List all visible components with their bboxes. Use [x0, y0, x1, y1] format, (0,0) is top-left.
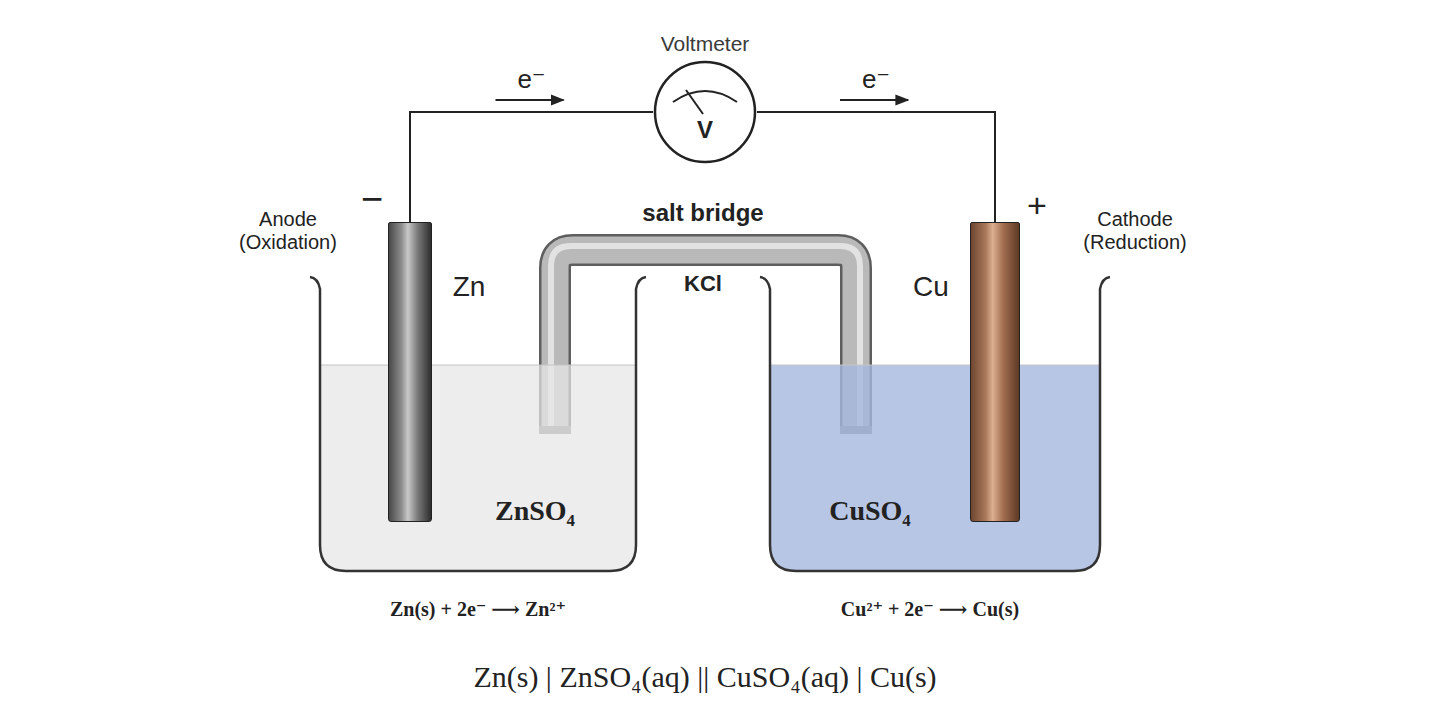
meter-symbol: V: [697, 116, 713, 144]
electrode-role: Anode (Oxidation): [213, 208, 363, 254]
electrode-label: Zn: [453, 271, 486, 303]
part-name: KCl: [684, 271, 722, 296]
cell-notation: Zn(s) | ZnSO₄(aq) || CuSO₄(aq) | Cu(s): [473, 660, 936, 695]
meter-needle: [686, 90, 703, 114]
electron-flow-arrow: [840, 99, 908, 101]
liquid-surface: [320, 365, 636, 366]
solution: [320, 365, 636, 571]
meter-outline: [653, 60, 757, 164]
beaker-outline: [318, 275, 638, 573]
meter-body: [655, 62, 755, 162]
electrode-label: Cu: [913, 271, 949, 303]
wire: [410, 112, 653, 222]
electrode: Zn: [388, 222, 432, 522]
beaker: CuSO₄: [768, 275, 1102, 573]
beaker-outline: [768, 275, 1102, 573]
electron-flow-arrow: [496, 99, 564, 101]
half-reaction: Zn(s) + 2e⁻ ⟶ Zn²⁺: [390, 598, 566, 621]
voltmeter: VoltmeterV: [653, 60, 757, 164]
solution-label: ZnSO₄: [495, 495, 575, 527]
beaker-wall: [760, 277, 1110, 571]
beaker-wall: [310, 277, 646, 571]
electron-label: e⁻: [517, 65, 545, 95]
electron-label: e⁻: [862, 65, 890, 95]
solution-label: CuSO₄: [829, 495, 911, 527]
electrode-role: Cathode (Reduction): [1050, 208, 1220, 254]
device-title: Voltmeter: [661, 32, 750, 56]
beaker: ZnSO₄: [318, 275, 638, 573]
solution: [770, 365, 1100, 571]
meter-scale: [673, 91, 737, 102]
liquid-surface: [770, 365, 1100, 366]
part-name: salt bridge: [642, 199, 763, 227]
electrode: Cu: [970, 222, 1020, 522]
polarity-sign: +: [1027, 186, 1047, 225]
wire: [757, 112, 995, 222]
half-reaction: Cu²⁺ + 2e⁻ ⟶ Cu(s): [841, 598, 1019, 621]
polarity-sign: −: [361, 178, 383, 222]
